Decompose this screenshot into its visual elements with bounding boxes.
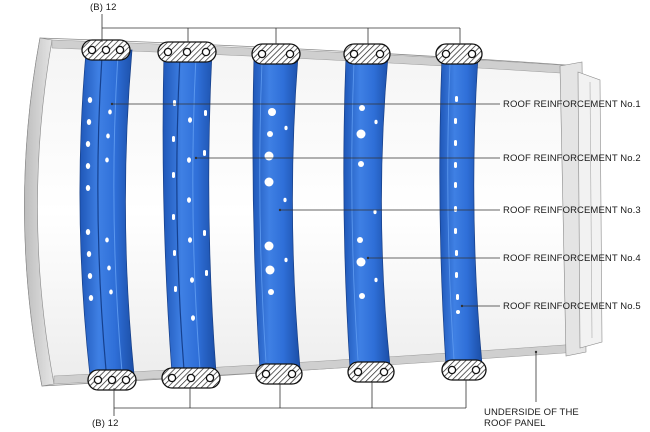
leader-dots	[110, 102, 538, 354]
label-reinforcement-5: ROOF REINFORCEMENT No.5	[503, 301, 641, 312]
reinforcement-2-body	[162, 51, 217, 375]
reinforcement-1-holes	[85, 97, 113, 301]
roof-reinforcement-2	[162, 51, 217, 375]
fastener-label-top: (B) 12	[90, 2, 117, 13]
leader-lines	[101, 14, 537, 416]
fastener-top-4	[343, 43, 391, 65]
reinforcement-4-holes	[356, 105, 378, 299]
label-reinforcement-1: ROOF REINFORCEMENT No.1	[503, 99, 641, 110]
bottom-fasteners	[87, 359, 487, 391]
roof-panel-rear-lip	[577, 71, 603, 349]
fastener-bottom-4	[347, 361, 395, 383]
fastener-bottom-5	[441, 359, 487, 381]
fastener-bottom-3	[255, 363, 303, 385]
fastener-top-5	[435, 43, 483, 65]
label-underside-line1: UNDERSIDE OF THE	[484, 407, 579, 418]
roof-reinforcement-1	[79, 49, 135, 377]
label-reinforcement-2: ROOF REINFORCEMENT No.2	[503, 153, 641, 164]
label-reinforcement-4: ROOF REINFORCEMENT No.4	[503, 253, 641, 264]
fastener-bottom-1	[87, 369, 137, 391]
fastener-bottom-2	[161, 367, 221, 389]
fastener-top-3	[251, 43, 301, 65]
top-bracket-line	[101, 14, 461, 44]
top-fasteners	[81, 39, 483, 65]
roof-reinforcement-5	[439, 55, 483, 367]
fastener-top-2	[157, 41, 217, 63]
fastener-top-1	[81, 39, 131, 61]
label-reinforcement-3: ROOF REINFORCEMENT No.3	[503, 205, 641, 216]
reinforcement-5-holes	[454, 96, 460, 314]
fastener-label-bottom: (B) 12	[92, 418, 119, 429]
bottom-bracket-line	[113, 380, 467, 416]
label-underside-line2: ROOF PANEL	[484, 418, 546, 429]
reinforcement-2-holes	[172, 100, 208, 321]
